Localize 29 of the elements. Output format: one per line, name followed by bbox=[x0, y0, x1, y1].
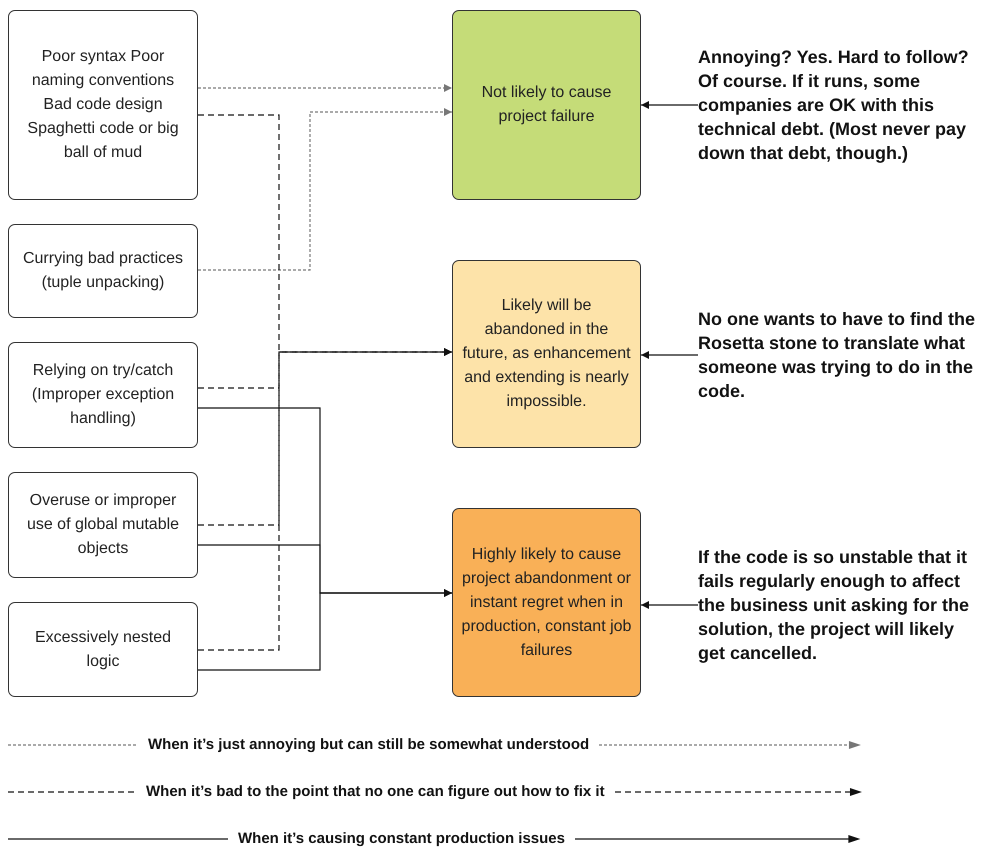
box-text: Overuse or improper use of global mutable objects bbox=[26, 491, 180, 559]
arrow bbox=[198, 348, 452, 651]
box-text: Currying bad practices (tuple unpacking) bbox=[22, 249, 184, 293]
arrow bbox=[198, 84, 452, 92]
process-box bbox=[452, 508, 641, 697]
annotation-text: If the code is so unstable that it fails regularly enough to affect the business unit asking for the solution, the project will likely get cancelled. bbox=[698, 545, 985, 665]
legend-text: When it’s just annoying but can still be somewhat understood bbox=[148, 736, 590, 753]
process-box bbox=[452, 10, 641, 200]
arrow bbox=[198, 589, 452, 671]
process-box bbox=[8, 472, 198, 578]
arrow bbox=[641, 351, 698, 359]
legend-text: When it’s causing constant production issues bbox=[238, 830, 565, 847]
process-box bbox=[452, 260, 641, 448]
process-box bbox=[8, 10, 198, 200]
arrow bbox=[198, 108, 452, 271]
box-text: Likely will be abandoned in the future, as enhancement and extending is nearly impossible. bbox=[461, 296, 632, 412]
arrow bbox=[641, 101, 698, 109]
process-box bbox=[8, 602, 198, 697]
box-text: Poor syntax Poor naming conventions Bad code design Spaghetti code or big ball of mud bbox=[26, 47, 180, 163]
legend-text: When it’s bad to the point that no one can figure out how to fix it bbox=[146, 783, 605, 800]
arrow bbox=[641, 601, 698, 609]
process-box bbox=[8, 342, 198, 448]
annotation-text: No one wants to have to find the Rosetta stone to translate what someone was trying to do in the code. bbox=[698, 307, 985, 403]
box-text: Highly likely to cause project abandonment or instant regret when in production, constant job failures bbox=[461, 544, 632, 660]
box-text: Excessively nested logic bbox=[34, 628, 172, 672]
box-text: Not likely to cause project failure bbox=[480, 83, 612, 127]
box-text: Relying on try/catch (Improper exception handling) bbox=[30, 361, 176, 429]
annotation-text: Annoying? Yes. Hard to follow? Of course. If it runs, some companies are OK with this technical debt. (Most never pay down that debt, though.) bbox=[698, 45, 985, 165]
process-box bbox=[8, 224, 198, 318]
